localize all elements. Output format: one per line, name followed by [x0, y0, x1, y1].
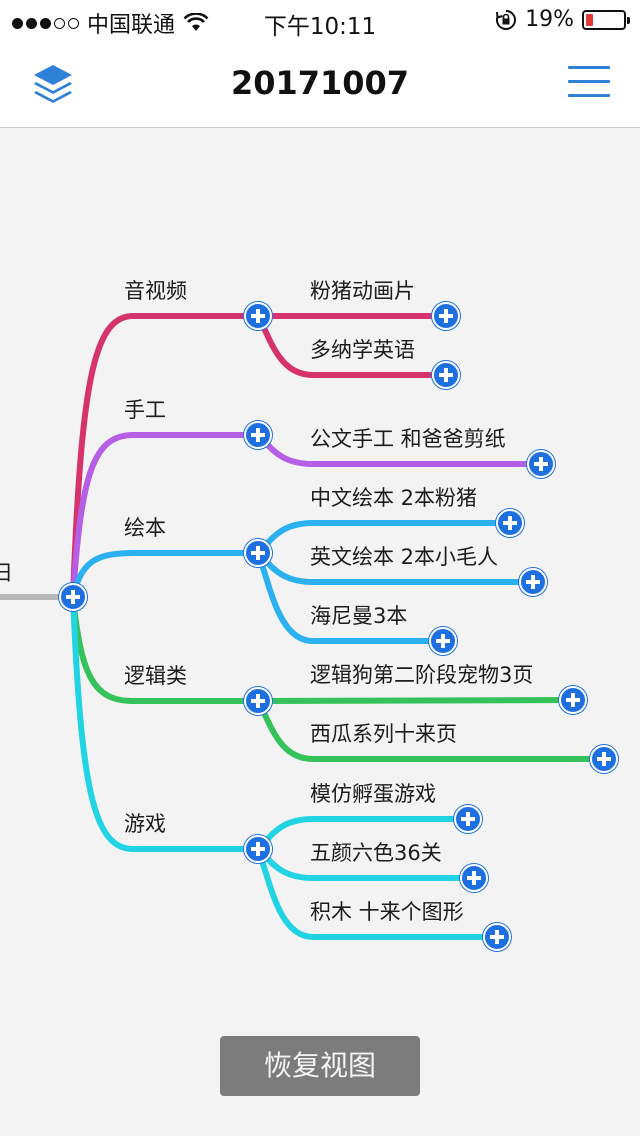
child-label-5-1: 模仿孵蛋游戏	[310, 782, 436, 806]
branch-label-4: 逻辑类	[124, 664, 187, 688]
child-expand-button-5-1[interactable]	[454, 805, 482, 833]
branch-expand-button-1[interactable]	[244, 302, 272, 330]
branch-link-2	[70, 432, 261, 600]
child-label-3-2: 英文绘本 2本小毛人	[310, 545, 499, 569]
branch-label-3: 绘本	[124, 516, 166, 540]
child-label-3-3: 海尼曼3本	[310, 604, 408, 628]
branch-expand-button-3[interactable]	[244, 539, 272, 567]
child-link-4-1	[255, 697, 576, 704]
child-expand-button-3-3[interactable]	[429, 627, 457, 655]
child-expand-button-2-1[interactable]	[527, 450, 555, 478]
root-node-label: 日	[0, 561, 13, 585]
child-expand-button-3-2[interactable]	[519, 568, 547, 596]
status-right: 19%	[495, 7, 630, 32]
child-label-1-1: 粉猪动画片	[310, 279, 415, 303]
child-expand-button-5-2[interactable]	[460, 864, 488, 892]
child-label-2-1: 公文手工 和爸爸剪纸	[310, 427, 506, 451]
rotation-lock-icon	[496, 9, 517, 30]
signal-strength-icon	[12, 17, 79, 29]
child-label-5-2: 五颜六色36关	[310, 841, 442, 865]
restore-view-button[interactable]: 恢复视图	[220, 1036, 420, 1096]
child-expand-button-4-1[interactable]	[559, 686, 587, 714]
branch-expand-button-4[interactable]	[244, 687, 272, 715]
branch-expand-button-2[interactable]	[244, 421, 272, 449]
child-label-4-1: 逻辑狗第二阶段宠物3页	[310, 663, 534, 687]
child-expand-button-5-3[interactable]	[483, 923, 511, 951]
hamburger-menu-icon[interactable]	[568, 66, 610, 100]
child-expand-button-4-2[interactable]	[590, 745, 618, 773]
child-label-1-2: 多纳学英语	[310, 338, 415, 362]
branch-label-5: 游戏	[124, 812, 166, 836]
child-expand-button-1-1[interactable]	[432, 302, 460, 330]
child-label-5-3: 积木 十来个图形	[310, 900, 464, 924]
carrier-name: 中国联通	[87, 13, 176, 38]
status-bar: 中国联通 下午10:11 19%	[0, 0, 640, 40]
branch-link-3	[70, 550, 261, 600]
mindmap-canvas[interactable]: 日 音视频 粉猪动画片多纳学英语手工公文手工 和爸爸剪纸绘本 中文绘本 2本粉猪英文绘…	[0, 129, 640, 1136]
nav-bar: 20171007	[0, 40, 640, 128]
wifi-icon	[183, 13, 209, 31]
branch-link-1	[70, 313, 261, 600]
battery-icon	[582, 9, 630, 30]
child-expand-button-1-2[interactable]	[432, 361, 460, 389]
child-label-4-2: 西瓜系列十来页	[310, 722, 457, 746]
child-expand-button-3-1[interactable]	[496, 509, 524, 537]
branch-expand-button-5[interactable]	[244, 835, 272, 863]
battery-percent: 19%	[525, 7, 574, 32]
branch-label-2: 手工	[124, 398, 166, 422]
clock: 下午10:11	[263, 14, 377, 40]
root-expand-button[interactable]	[59, 583, 87, 611]
status-left: 中国联通	[12, 7, 209, 39]
branch-label-1: 音视频	[124, 279, 187, 303]
branch-link-5	[70, 594, 261, 852]
page-title: 20171007	[230, 64, 410, 102]
child-label-3-1: 中文绘本 2本粉猪	[310, 486, 478, 510]
layers-icon[interactable]	[30, 62, 76, 106]
